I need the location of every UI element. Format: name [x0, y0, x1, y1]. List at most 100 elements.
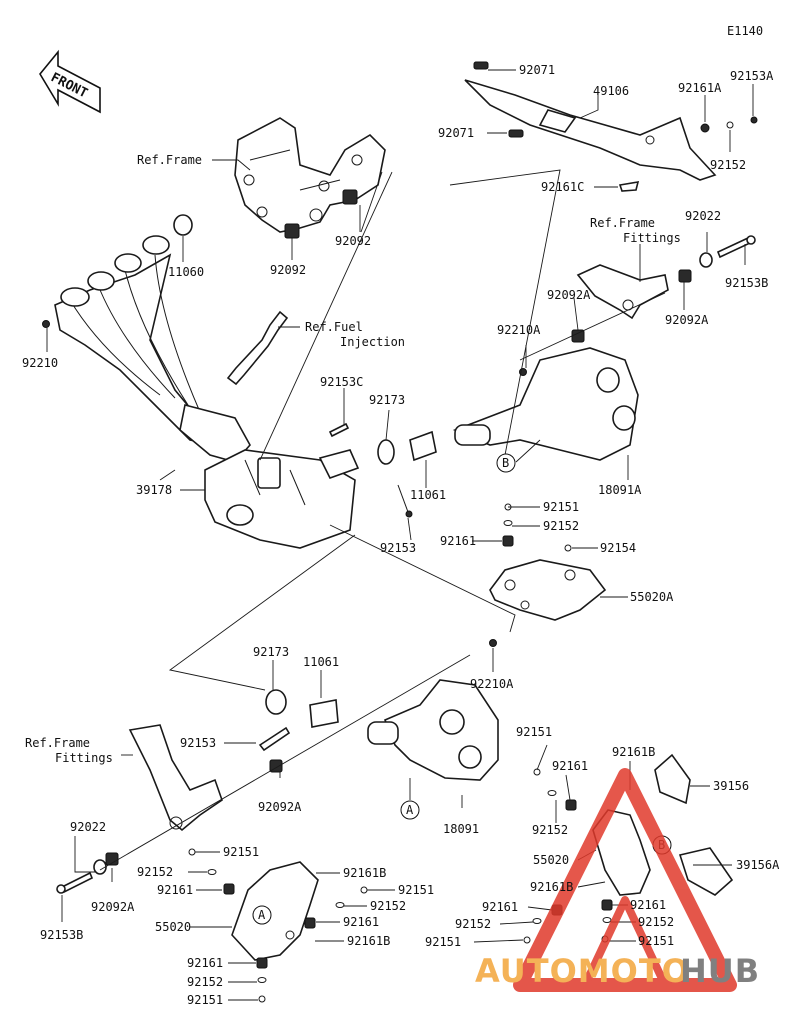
callout-92092a: 92092A	[258, 800, 302, 814]
gasket-11060	[173, 214, 193, 236]
washer-92152-br-b	[532, 918, 542, 924]
callout-92153a: 92153A	[730, 69, 774, 83]
gasket-11061-top	[409, 430, 437, 462]
callout-18091: 18091	[443, 822, 479, 836]
diagram-code: E1140	[727, 24, 763, 38]
callout-92161a: 92161A	[678, 81, 722, 95]
bolt-92151-br-b	[523, 936, 531, 944]
callout-labels: 92071 49106 92161A 92153A 92071 92152 92…	[22, 63, 780, 1007]
callout-11060: 11060	[168, 265, 204, 279]
callout-92071: 92071	[519, 63, 555, 77]
marker-a-bottom-left: A	[252, 905, 272, 925]
nut-92210	[42, 320, 50, 328]
callout-92092: 92092	[335, 234, 371, 248]
callout-92152: 92152	[137, 865, 173, 879]
cover-49106	[464, 79, 717, 181]
callout-92152: 92152	[370, 899, 406, 913]
callout-92161: 92161	[552, 759, 588, 773]
callout-92154: 92154	[600, 541, 636, 555]
leader-lines	[46, 69, 754, 1001]
bolt-92154	[564, 544, 572, 552]
washer-92152-bl-a	[207, 869, 217, 875]
callout-fittings: Fittings	[55, 751, 113, 765]
washer-92152-bl-b	[335, 902, 345, 908]
washer-92152-br-a	[547, 790, 557, 796]
bolt-92151-bl-a	[188, 848, 196, 856]
callout-11061: 11061	[410, 488, 446, 502]
callout-92173: 92173	[253, 645, 289, 659]
svg-text:B: B	[502, 456, 509, 470]
washer-92022-top	[699, 252, 713, 268]
nut-92210a-bot	[489, 639, 497, 647]
frame-fittings-bracket-top	[576, 264, 669, 320]
bolt-92153b-top	[716, 235, 756, 259]
callout-92173: 92173	[369, 393, 405, 407]
bolt-92153b-bot	[56, 871, 94, 894]
clip-92071-top	[473, 61, 489, 70]
grommet-92092-right	[342, 189, 358, 205]
callout-92161b: 92161B	[530, 880, 573, 894]
bolt-92151-bl-b	[360, 886, 368, 894]
callout-92161: 92161	[630, 898, 666, 912]
callout-49106: 49106	[593, 84, 629, 98]
cover-39156a	[678, 847, 734, 896]
frame-fittings-bracket-bottom	[128, 724, 223, 832]
clip-92161c	[618, 181, 640, 192]
washer-92152-r1	[503, 520, 513, 526]
callout-92161: 92161	[440, 534, 476, 548]
callout-92161c: 92161C	[541, 180, 584, 194]
muffler-18091	[367, 679, 499, 781]
bolt-92153-bot	[258, 726, 291, 752]
callout-92210: 92210	[22, 356, 58, 370]
marker-a-mid: A	[400, 800, 420, 820]
callout-92022: 92022	[685, 209, 721, 223]
callout-55020a: 55020A	[630, 590, 674, 604]
callout-92153c: 92153C	[320, 375, 363, 389]
bolt-92153c	[328, 422, 350, 438]
callout-ref-fuel: Ref.Fuel	[305, 320, 363, 334]
muffler-18091a	[452, 347, 639, 461]
callout-92161: 92161	[343, 915, 379, 929]
washer-92152-br-c	[602, 917, 612, 923]
callout-92071: 92071	[438, 126, 474, 140]
collar-92161-bl-c	[256, 957, 268, 969]
clamp-92173-bot	[265, 689, 287, 715]
callout-39156a: 39156A	[736, 858, 780, 872]
grommet-92092a-top	[571, 329, 585, 343]
watermark-logo: AUTOMOTO HUB	[475, 768, 760, 992]
callout-18091a: 18091A	[598, 483, 642, 497]
collar-92161-br-a	[565, 799, 577, 811]
callout-11061: 11061	[303, 655, 339, 669]
gasket-11061-bot	[309, 699, 339, 728]
callout-92210a: 92210A	[497, 323, 541, 337]
callout-92151: 92151	[516, 725, 552, 739]
callout-39156: 39156	[713, 779, 749, 793]
callout-92161: 92161	[187, 956, 223, 970]
bolt-92153a	[750, 116, 758, 124]
callout-92161: 92161	[482, 900, 518, 914]
exhaust-header-pipes	[54, 235, 251, 463]
cover-39156	[654, 753, 691, 805]
callout-92151: 92151	[223, 845, 259, 859]
callout-39178: 39178	[136, 483, 172, 497]
clamp-92173-top	[377, 439, 395, 465]
callout-92153b: 92153B	[40, 928, 83, 942]
callout-92151: 92151	[398, 883, 434, 897]
callout-92152: 92152	[638, 915, 674, 929]
heat-guard-55020-left	[231, 861, 319, 961]
o2-sensor	[226, 310, 289, 386]
collar-92161-br-c	[601, 899, 613, 911]
catalyst-chamber-39178	[204, 449, 360, 549]
svg-text:A: A	[258, 908, 266, 922]
callout-92152: 92152	[543, 519, 579, 533]
callout-92092a: 92092A	[665, 313, 709, 327]
callout-92161b: 92161B	[612, 745, 655, 759]
collar-92161a	[700, 123, 710, 133]
watermark-part1: AUTOMOTO	[475, 952, 690, 990]
watermark-part2: HUB	[680, 952, 760, 990]
collar-92161-r1	[502, 535, 514, 547]
marker-b-top: B	[496, 453, 516, 473]
callout-92151: 92151	[638, 934, 674, 948]
callout-92161b: 92161B	[347, 934, 390, 948]
bolt-92153-mid	[397, 484, 413, 518]
